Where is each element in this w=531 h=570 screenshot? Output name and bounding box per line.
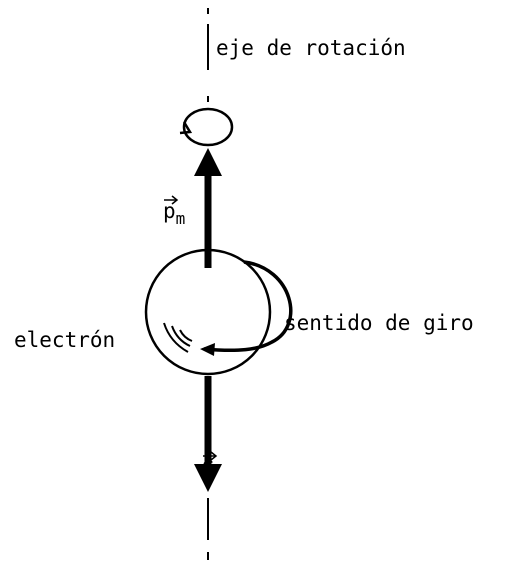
axis-label: eje de rotación [216,36,406,60]
rotation-symbol [180,109,232,145]
magnetic-moment-subscript: m [176,209,186,228]
electron-sphere [146,250,270,374]
rotation-sense-arrowhead [200,343,215,356]
electron-shading [164,323,192,352]
rotation-sense-arrow [204,262,291,350]
spin-label: S [202,457,215,481]
rotation-sense-label: sentido de giro [284,311,474,335]
electron-label: electrón [14,328,115,352]
magnetic-moment-label: pm [163,199,185,228]
